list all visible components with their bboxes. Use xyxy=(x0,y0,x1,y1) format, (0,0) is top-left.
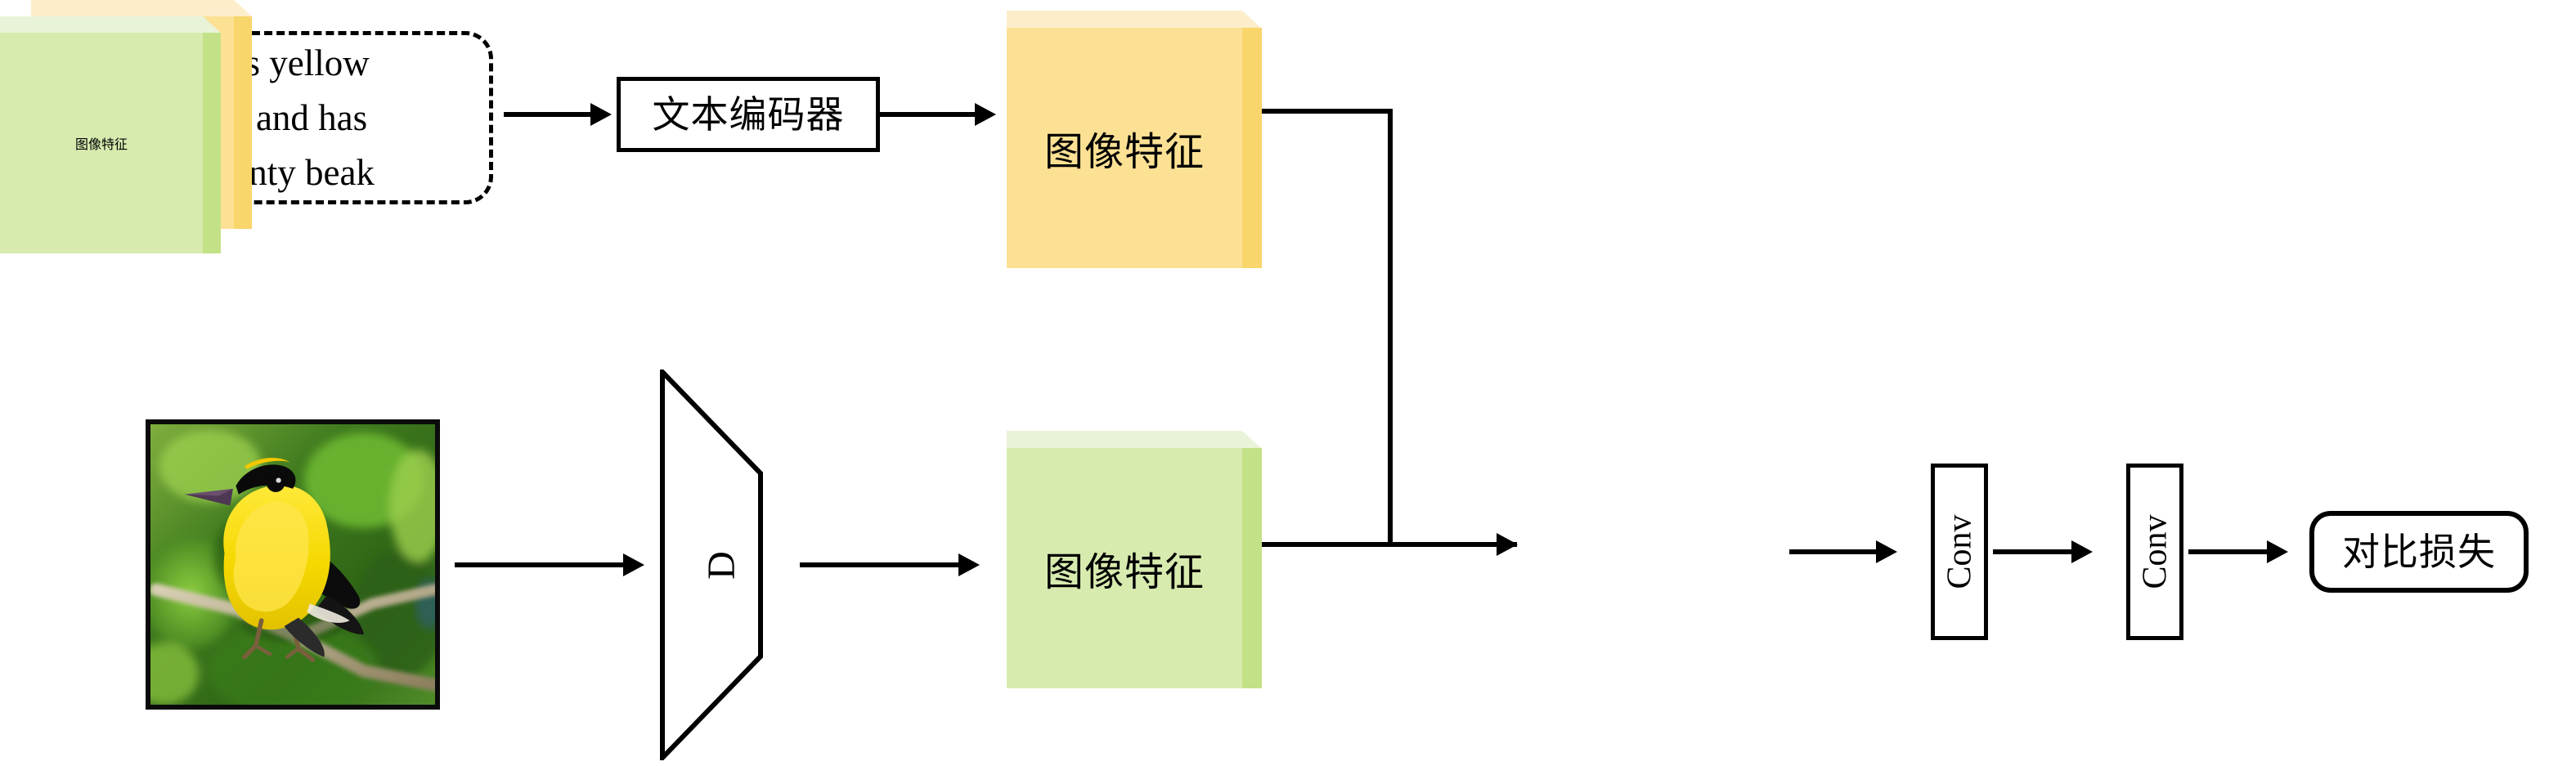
arrowhead-conv1-to-conv2 xyxy=(2071,540,2093,563)
arrowhead-caption-to-encoder xyxy=(590,103,612,126)
fused-back-top-face xyxy=(31,0,252,16)
fused-back-side-face xyxy=(234,16,252,229)
edge-conv1-to-conv2 xyxy=(1993,549,2075,554)
edge-text-feature-elbow-top xyxy=(1262,109,1393,114)
fused-front-top-face xyxy=(0,16,221,33)
fused-feature-label: 图像特征 xyxy=(74,138,128,152)
edge-fused-to-conv1 xyxy=(1789,549,1879,554)
edge-decoder-to-image-feature xyxy=(800,562,963,567)
fused-front-side-face xyxy=(203,33,221,253)
node-contrastive-loss[interactable]: 对比损失 xyxy=(2309,511,2529,593)
text-feature-label: 图像特征 xyxy=(1043,129,1205,175)
image-feature-label: 图像特征 xyxy=(1043,549,1205,595)
arrowhead-encoder-to-text-feature xyxy=(975,103,996,126)
conv-1-label: Conv xyxy=(1941,514,1979,589)
node-image-feature-cube[interactable]: 图像特征 xyxy=(1007,431,1262,688)
node-fused-feature-cube[interactable]: 图像特征 xyxy=(0,0,270,270)
edge-image-feature-to-fused xyxy=(1262,542,1517,547)
decoder-label-wrapper: D xyxy=(658,370,785,760)
arrowhead-image-to-decoder xyxy=(623,553,644,576)
fused-front-layer-green: 图像特征 xyxy=(0,16,221,253)
input-bird-image xyxy=(146,419,440,710)
edge-encoder-to-text-feature xyxy=(880,112,978,117)
text-feature-side-face xyxy=(1242,28,1262,268)
arrowhead-decoder-to-image-feature xyxy=(958,553,980,576)
text-feature-front-face: 图像特征 xyxy=(1007,28,1242,268)
image-feature-top-face xyxy=(1007,431,1262,449)
edge-image-to-decoder xyxy=(455,562,628,567)
decoder-label: D xyxy=(699,550,743,580)
image-feature-side-face xyxy=(1242,448,1262,688)
arrowhead-image-feature-to-fused xyxy=(1497,533,1518,556)
node-text-encoder[interactable]: 文本编码器 xyxy=(617,77,880,152)
arrowhead-conv2-to-loss xyxy=(2267,540,2288,563)
conv-2-label: Conv xyxy=(2136,514,2174,589)
contrastive-loss-label: 对比损失 xyxy=(2342,530,2496,574)
edge-caption-to-encoder xyxy=(504,112,594,117)
node-decoder-trapezoid[interactable]: D xyxy=(658,370,785,760)
node-conv-1[interactable]: Conv xyxy=(1931,464,1988,640)
image-feature-front-face: 图像特征 xyxy=(1007,448,1242,688)
edge-conv2-to-loss xyxy=(2188,549,2270,554)
node-conv-2[interactable]: Conv xyxy=(2126,464,2183,640)
fused-front-front-face: 图像特征 xyxy=(0,33,203,253)
node-text-feature-cube[interactable]: 图像特征 xyxy=(1007,11,1262,268)
edge-text-feature-elbow-vertical xyxy=(1388,109,1393,544)
arrowhead-fused-to-conv1 xyxy=(1876,540,1897,563)
text-encoder-label: 文本编码器 xyxy=(652,92,845,137)
text-feature-top-face xyxy=(1007,11,1262,29)
